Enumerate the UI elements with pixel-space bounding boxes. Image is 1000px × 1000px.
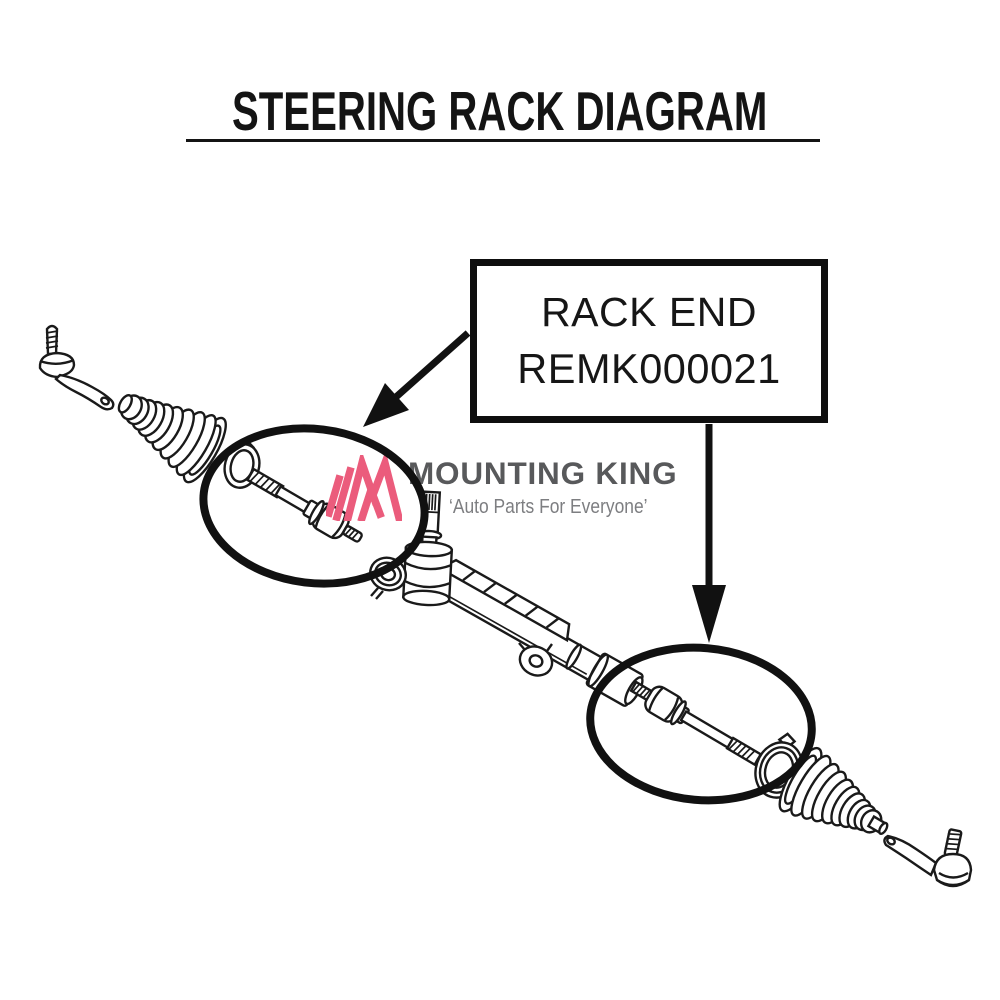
- arrow-left-head: [363, 383, 409, 427]
- page-title: STEERING RACK DIAGRAM: [232, 80, 768, 142]
- outer-tie-rod-right: [883, 828, 973, 888]
- title-underline: [186, 139, 820, 142]
- highlight-ellipse-left: [199, 424, 429, 588]
- mounting-king-logo-icon: [326, 455, 402, 521]
- highlight-ellipse-right: [586, 643, 816, 805]
- outer-tie-rod-left: [38, 324, 115, 411]
- arrow-left-line: [393, 330, 471, 400]
- watermark-tagline: ‘Auto Parts For Everyone’: [449, 495, 648, 518]
- arrow-right-head: [692, 585, 726, 643]
- watermark-brand-name: MOUNTING KING: [408, 455, 678, 491]
- callout-part-number: REMK000021: [517, 345, 781, 392]
- rack-housing: [419, 558, 644, 707]
- mount-bushing-rear: [518, 642, 554, 677]
- boot-left: [117, 394, 227, 484]
- watermark: MOUNTING KING ‘Auto Parts For Everyone’: [326, 455, 683, 521]
- callout-part-name: RACK END: [541, 289, 757, 335]
- callout-box: RACK END REMK000021: [470, 259, 828, 423]
- boot-right: [778, 746, 889, 836]
